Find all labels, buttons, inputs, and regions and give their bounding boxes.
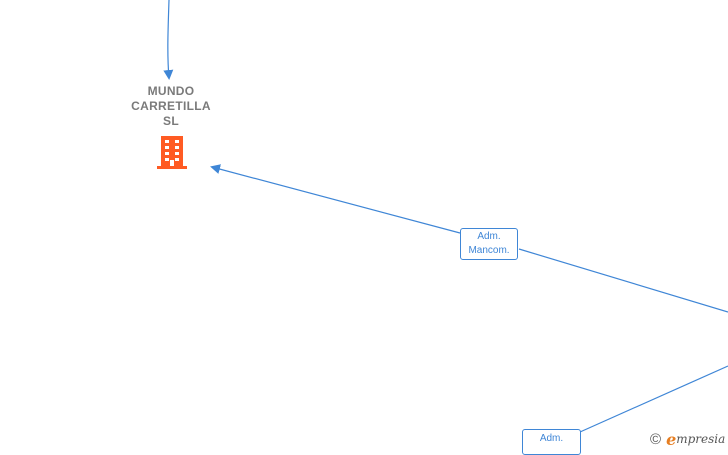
company-node-label[interactable]: MUNDO CARRETILLA SL	[118, 84, 224, 129]
copyright-icon: ©	[650, 430, 662, 448]
edge-label-line-2: Mancom.	[468, 245, 510, 256]
building-icon[interactable]	[155, 134, 189, 175]
brand-logo-initial: e	[666, 429, 677, 449]
company-name-line-2: CARRETILLA	[131, 99, 211, 113]
brand-logo-text: mpresia	[676, 432, 726, 446]
edge-label-adm[interactable]: Adm.	[522, 429, 581, 455]
brand-watermark: © e mpresia	[650, 429, 726, 449]
company-name-line-3: SL	[163, 114, 179, 128]
company-name-line-1: MUNDO	[147, 84, 195, 98]
edge-top-incoming	[163, 0, 174, 80]
edge-admin-mancom	[212, 167, 728, 313]
edge-label-adm-mancom[interactable]: Adm. Mancom.	[460, 228, 518, 260]
edge-label-line-1: Adm.	[539, 433, 564, 444]
edge-label-line-1: Adm.	[477, 231, 501, 242]
edge-admin-lower	[579, 365, 728, 433]
